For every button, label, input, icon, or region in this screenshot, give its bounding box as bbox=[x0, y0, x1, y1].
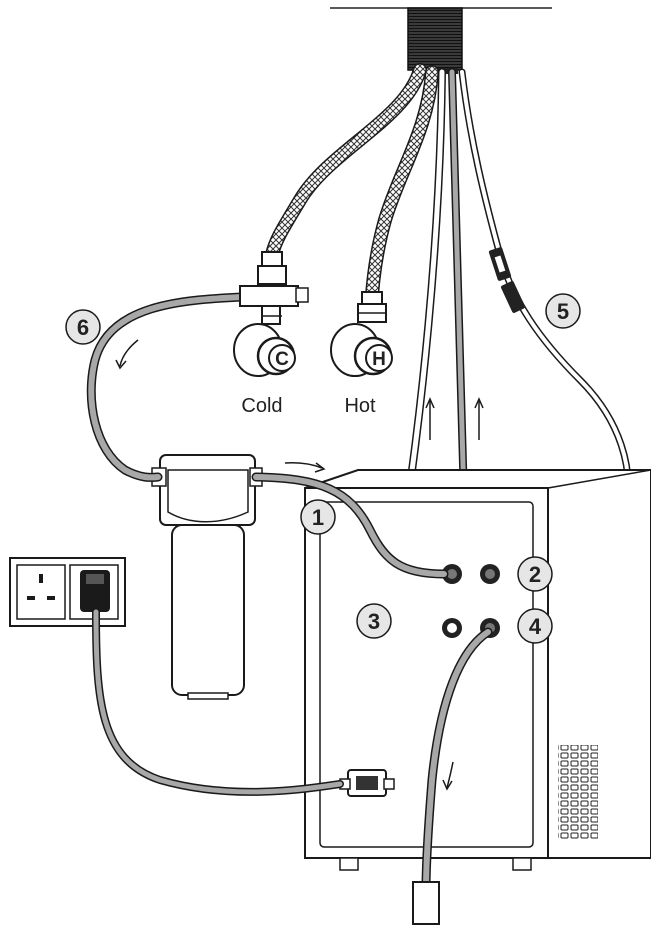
drain-weight bbox=[412, 881, 440, 925]
vent-grille bbox=[558, 745, 598, 840]
callout-2-number: 2 bbox=[529, 562, 541, 587]
hose-6-supply bbox=[86, 292, 247, 482]
arrow-hose-1 bbox=[284, 462, 326, 473]
power-cable bbox=[92, 608, 344, 796]
port-3-outlet bbox=[442, 618, 462, 638]
callout-1: 1 bbox=[300, 499, 336, 535]
callout-6: 6 bbox=[65, 309, 101, 345]
tap-shank bbox=[407, 7, 463, 74]
unit-foot-left bbox=[339, 857, 359, 871]
port-1-inlet bbox=[442, 564, 462, 584]
unit-power-inlet bbox=[339, 769, 395, 797]
cold-valve: C bbox=[233, 251, 309, 377]
callout-4-number: 4 bbox=[529, 614, 542, 639]
callout-3: 3 bbox=[356, 603, 392, 639]
flow-arrows bbox=[115, 339, 484, 791]
arrow-up-left bbox=[425, 397, 435, 440]
callout-4: 4 bbox=[517, 608, 553, 644]
cold-braided-hose bbox=[265, 63, 427, 262]
arrow-up-right bbox=[474, 397, 484, 440]
callout-5-number: 5 bbox=[557, 299, 569, 324]
callout-3-number: 3 bbox=[368, 609, 380, 634]
cold-label: Cold bbox=[241, 395, 282, 417]
boiler-unit bbox=[304, 469, 651, 871]
wall-socket bbox=[9, 557, 126, 627]
unit-foot-right bbox=[512, 857, 532, 871]
port-2-outlet bbox=[480, 564, 500, 584]
inline-connector bbox=[488, 247, 526, 313]
water-filter bbox=[151, 454, 263, 700]
hot-braided-hose bbox=[365, 65, 439, 302]
callout-1-number: 1 bbox=[312, 505, 324, 530]
arrow-drain bbox=[442, 761, 454, 791]
callout-2: 2 bbox=[517, 556, 553, 592]
callout-6-number: 6 bbox=[77, 315, 89, 340]
cold-valve-letter: C bbox=[275, 349, 289, 370]
arrow-hose-6 bbox=[115, 339, 139, 370]
hose-1-filter-to-unit bbox=[251, 472, 449, 579]
hot-label: Hot bbox=[344, 395, 376, 417]
drain-hose bbox=[412, 627, 493, 925]
callout-5: 5 bbox=[545, 293, 581, 329]
hot-valve: H bbox=[330, 291, 393, 377]
hot-valve-letter: H bbox=[372, 349, 386, 370]
